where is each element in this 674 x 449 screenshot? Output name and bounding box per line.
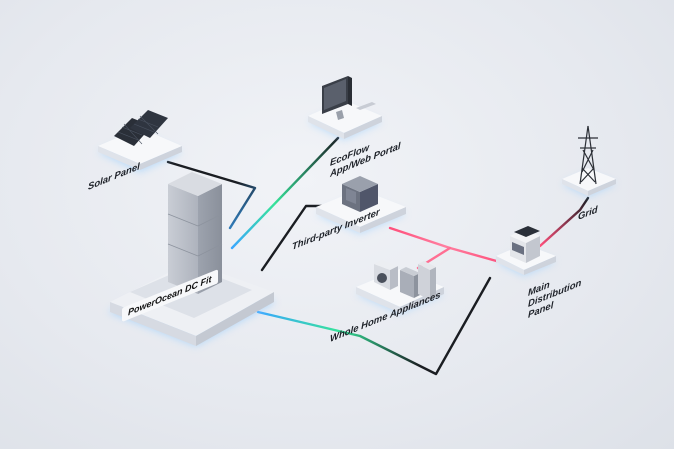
inverter-icon: [342, 176, 378, 212]
appliances-icon: [374, 260, 436, 300]
battery-to-app-line: [230, 136, 340, 250]
grid-platform: [562, 168, 616, 197]
powerocean-battery-icon: [167, 172, 223, 294]
grid-tower-icon: [578, 125, 598, 185]
grid-to-panel-line: [538, 196, 590, 248]
solar-panel-icon: [114, 110, 168, 146]
app-platform: [308, 100, 382, 140]
distribution-panel-icon: [510, 226, 540, 263]
monitor-icon: [322, 76, 376, 120]
inverter-to-panel-line: [388, 226, 502, 264]
solar-to-battery-line: [166, 160, 257, 230]
battery-to-home-line: [256, 276, 492, 376]
